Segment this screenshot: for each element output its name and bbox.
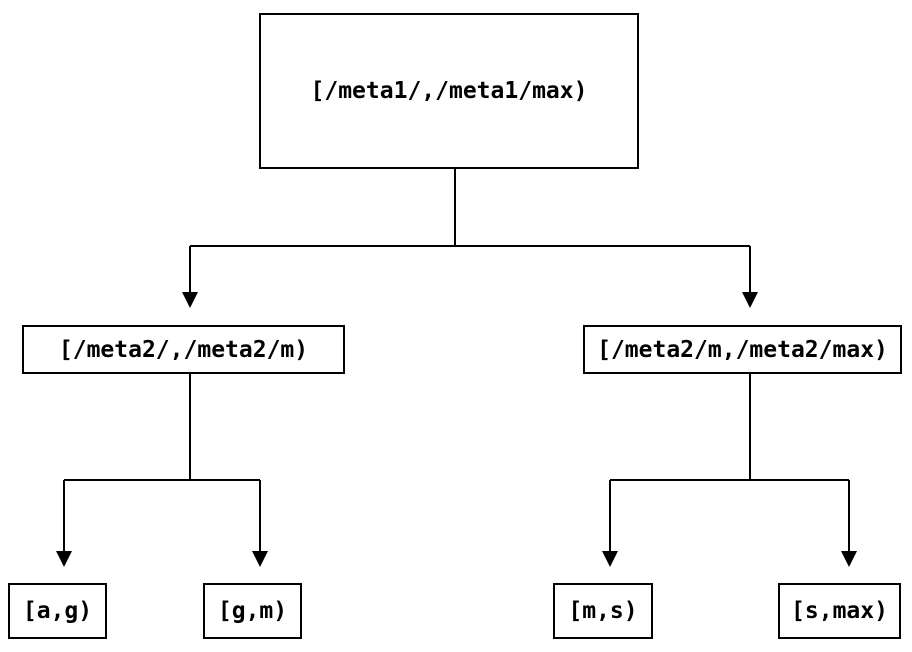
leaf-node-g-m: [g,m) bbox=[203, 583, 302, 639]
node-meta2-lower-range: [/meta2/,/meta2/m) bbox=[22, 325, 345, 374]
leaf-node-s-max: [s,max) bbox=[778, 583, 901, 639]
arrow-down-icon bbox=[841, 551, 857, 567]
arrow-down-icon bbox=[252, 551, 268, 567]
leaf-node-m-s: [m,s) bbox=[553, 583, 653, 639]
node-meta2-upper-range: [/meta2/m,/meta2/max) bbox=[583, 325, 902, 374]
arrow-down-icon bbox=[602, 551, 618, 567]
arrow-down-icon bbox=[742, 292, 758, 308]
node-meta1-range: [/meta1/,/meta1/max) bbox=[259, 13, 639, 169]
arrow-down-icon bbox=[56, 551, 72, 567]
arrow-down-icon bbox=[182, 292, 198, 308]
leaf-node-a-g: [a,g) bbox=[8, 583, 107, 639]
